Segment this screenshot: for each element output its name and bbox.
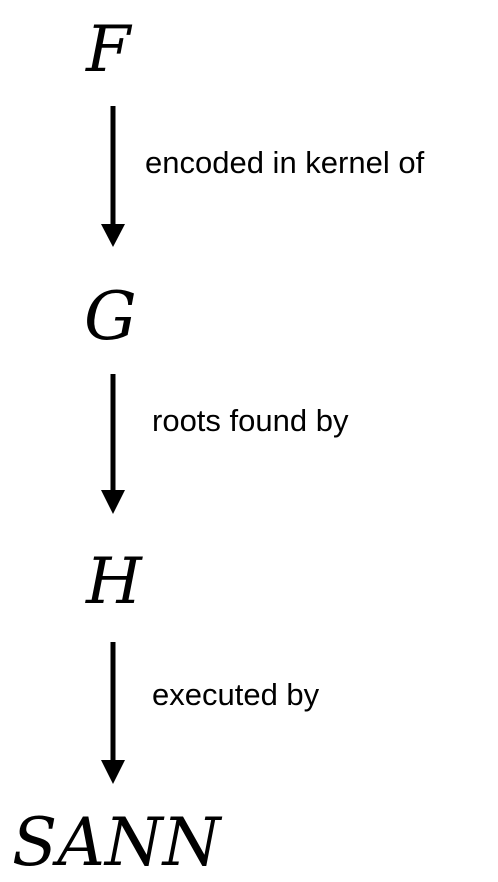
edge-label-encoded-in-kernel-of: encoded in kernel of [145,145,425,180]
arrow-f-to-g [101,106,125,247]
arrow-g-to-h [101,374,125,514]
node-h: H [86,545,142,619]
edge-label-executed-by: executed by [152,677,320,712]
edge-label-roots-found-by: roots found by [152,403,349,438]
node-f: F [86,13,131,87]
arrow-h-to-sann [101,642,125,784]
node-sann: SANN [12,804,221,881]
node-g: G [84,278,137,355]
